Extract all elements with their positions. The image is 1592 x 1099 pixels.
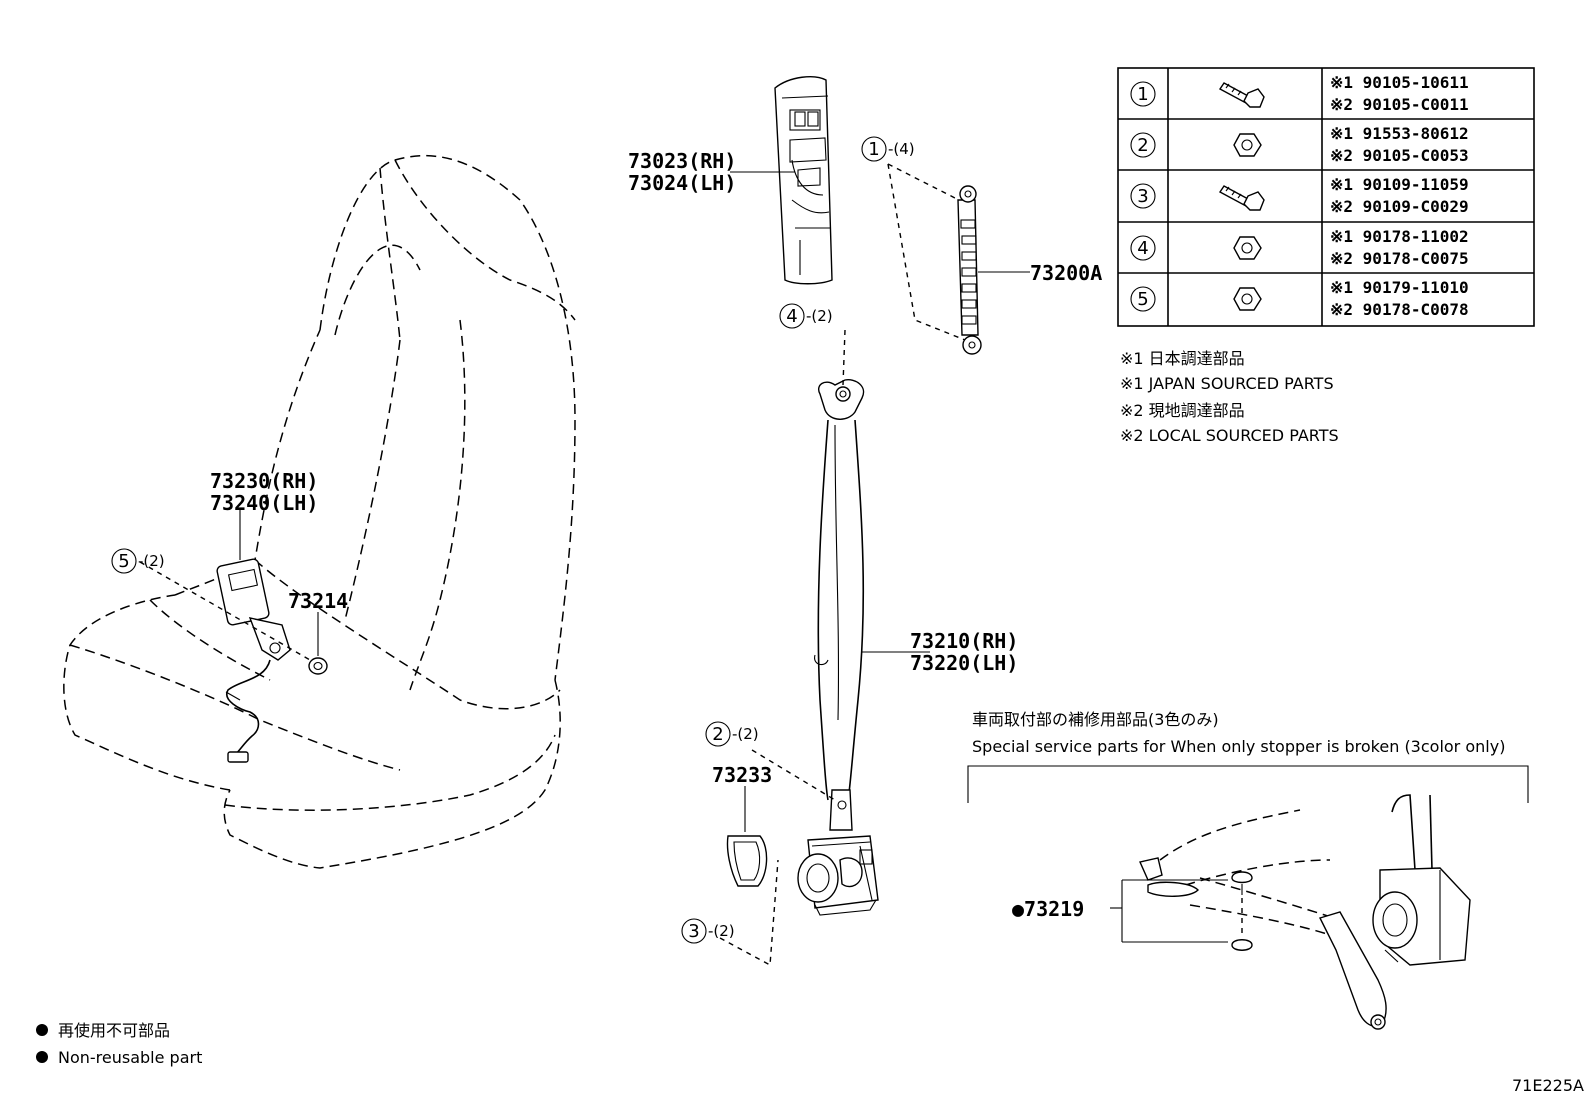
callout-73219: ●73219 bbox=[1012, 897, 1084, 921]
table-row-4-pn1: ※1 90178-11002 bbox=[1330, 227, 1469, 246]
ref-1-num: 1 bbox=[868, 139, 879, 160]
nut-icon bbox=[1233, 287, 1262, 311]
note-2-en: ※2 LOCAL SOURCED PARTS bbox=[1120, 426, 1339, 445]
callout-73233: 73233 bbox=[712, 763, 772, 787]
ref-2-num: 2 bbox=[712, 724, 723, 745]
note-1-en: ※1 JAPAN SOURCED PARTS bbox=[1120, 374, 1334, 393]
seat-belt-buckle bbox=[216, 558, 291, 763]
table-row-3-pn1: ※1 90109-11059 bbox=[1330, 175, 1469, 194]
seat-belt-assembly bbox=[797, 379, 930, 916]
table-row-1-num: 1 bbox=[1137, 84, 1148, 105]
table-row-3-num: 3 bbox=[1137, 186, 1148, 207]
callout-73210: 73210(RH) bbox=[910, 629, 1018, 653]
bolt-icon bbox=[1218, 82, 1265, 108]
seat-grommet-73214 bbox=[308, 612, 328, 675]
note-1-jp: ※1 日本調達部品 bbox=[1120, 349, 1245, 368]
callout-73230: 73230(RH) bbox=[210, 469, 318, 493]
table-row-4-pn2: ※2 90178-C0075 bbox=[1330, 249, 1469, 268]
table-row-5-pn1: ※1 90179-11010 bbox=[1330, 278, 1469, 297]
callout-73023: 73023(RH) bbox=[628, 149, 736, 173]
stopper-detail bbox=[1139, 794, 1471, 1030]
table-row-1-pn2: ※2 90105-C0011 bbox=[1330, 95, 1469, 114]
ref-3-qty: -(2) bbox=[708, 922, 735, 940]
table-row-4-num: 4 bbox=[1137, 238, 1148, 259]
note-2-jp: ※2 現地調達部品 bbox=[1120, 401, 1245, 420]
diagram-code: 71E225A bbox=[1512, 1076, 1584, 1095]
nut-icon bbox=[1233, 236, 1262, 260]
callout-73214: 73214 bbox=[288, 589, 348, 613]
callout-73240: 73240(LH) bbox=[210, 491, 318, 515]
nut-icon bbox=[1233, 133, 1262, 157]
ref-1-qty: -(4) bbox=[888, 140, 915, 158]
ref-3-num: 3 bbox=[688, 921, 699, 942]
table-row-5-pn2: ※2 90178-C0078 bbox=[1330, 300, 1469, 319]
non-reusable-dot-icon bbox=[36, 1051, 48, 1063]
callout-73200A: 73200A bbox=[1030, 261, 1102, 285]
bolt-icon bbox=[1218, 185, 1265, 211]
special-title-jp: 車両取付部の補修用部品(3色のみ) bbox=[972, 710, 1219, 729]
ref-5-qty: -(2) bbox=[138, 552, 165, 570]
table-row-2-pn1: ※1 91553-80612 bbox=[1330, 124, 1469, 143]
table-row-2-pn2: ※2 90105-C0053 bbox=[1330, 146, 1469, 165]
seat-outline bbox=[63, 154, 576, 869]
callout-73024: 73024(LH) bbox=[628, 171, 736, 195]
legend-jp: 再使用不可部品 bbox=[58, 1021, 170, 1040]
ref-5-num: 5 bbox=[118, 551, 129, 572]
table-row-1-pn1: ※1 90105-10611 bbox=[1330, 73, 1469, 92]
fastener-table bbox=[1117, 67, 1535, 327]
height-adjuster bbox=[957, 185, 1030, 355]
table-row-3-pn2: ※2 90109-C0029 bbox=[1330, 197, 1469, 216]
retractor-cover bbox=[726, 786, 768, 887]
non-reusable-dot-icon bbox=[36, 1024, 48, 1036]
ref-4-num: 4 bbox=[786, 306, 797, 327]
table-row-5-num: 5 bbox=[1137, 289, 1148, 310]
table-row-2-num: 2 bbox=[1137, 135, 1148, 156]
pillar-trim-cover bbox=[774, 76, 833, 285]
legend-en: Non-reusable part bbox=[58, 1048, 202, 1067]
callout-73220: 73220(LH) bbox=[910, 651, 1018, 675]
ref-4-qty: -(2) bbox=[806, 307, 833, 325]
ref-2-qty: -(2) bbox=[732, 725, 759, 743]
special-title-en: Special service parts for When only stop… bbox=[972, 737, 1505, 756]
